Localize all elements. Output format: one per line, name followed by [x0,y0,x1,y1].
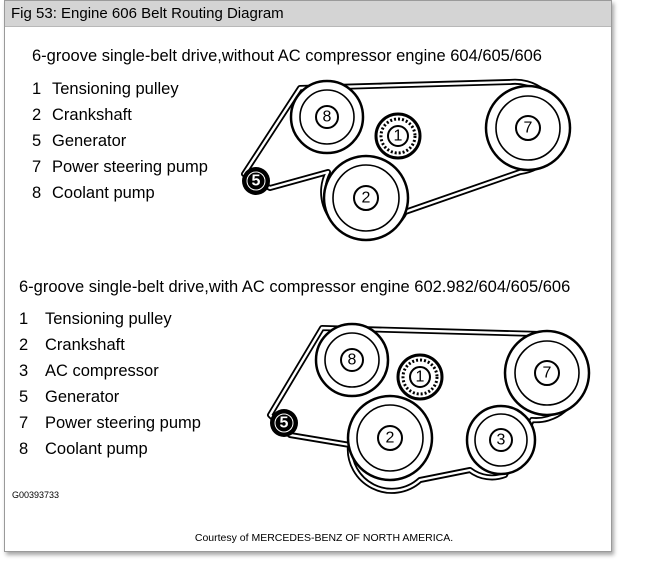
legend-item: 5 Generator [32,128,208,154]
pulley-label: 2 [386,430,395,447]
legend-label: Power steering pump [52,158,208,176]
legend-item: 3 AC compressor [19,358,201,384]
coolant-pump-pulley: 8 [289,79,365,155]
legend-label: Tensioning pulley [45,310,172,328]
legend-item: 8 Coolant pump [19,436,201,462]
legend-number: 8 [32,184,42,202]
crankshaft-pulley: 2 [346,394,434,482]
legend-label: Tensioning pulley [52,80,179,98]
legend-label: Crankshaft [52,106,132,124]
legend-item: 2 Crankshaft [32,102,208,128]
pulley-label: 1 [394,128,403,145]
legend-number: 2 [19,336,29,354]
generator-pulley: 5 [270,409,298,437]
pulley-label: 8 [323,109,332,126]
legend-label: Crankshaft [45,336,125,354]
legend-item: 2 Crankshaft [19,332,201,358]
legend-number: 7 [19,414,29,432]
tensioning-pulley: 1 [374,112,422,160]
legend-item: 8 Coolant pump [32,180,208,206]
crankshaft-pulley: 2 [322,154,410,242]
courtesy-note: Courtesy of MERCEDES-BENZ OF NORTH AMERI… [194,532,454,544]
legend-number: 1 [19,310,29,328]
section2-legend: 1 Tensioning pulley 2 Crankshaft 3 AC compr… [19,306,201,462]
pulley-label: 3 [497,432,506,449]
figure-code: G00393733 [12,490,60,500]
legend-label: Generator [52,132,127,150]
pulley-label: 8 [348,352,357,369]
legend-label: AC compressor [45,362,159,380]
legend-label: Generator [45,388,120,406]
belt-diagram-2: 8 1 7 5 2 3 [267,322,591,494]
pulley-label: 5 [280,415,289,432]
belt-diagram-1: 8 1 7 5 2 [241,78,572,242]
coolant-pump-pulley: 8 [314,322,390,398]
section1-heading: 6-groove single-belt drive,without AC co… [32,47,542,65]
legend-item: 1 Tensioning pulley [32,76,208,102]
section1-legend: 1 Tensioning pulley 2 Crankshaft 5 Generato… [32,76,208,206]
pulley-label: 2 [362,190,371,207]
legend-number: 5 [32,132,42,150]
legend-number: 7 [32,158,42,176]
legend-number: 2 [32,106,42,124]
legend-number: 8 [19,440,29,458]
legend-item: 1 Tensioning pulley [19,306,201,332]
power-steering-pulley: 7 [503,329,591,417]
generator-pulley: 5 [242,167,270,195]
legend-item: 7 Power steering pump [32,154,208,180]
pulley-label: 7 [543,365,552,382]
legend-label: Coolant pump [45,440,148,458]
ac-compressor-pulley: 3 [465,404,537,476]
figure-title: Fig 53: Engine 606 Belt Routing Diagram [5,1,611,27]
legend-number: 1 [32,80,42,98]
legend-label: Coolant pump [52,184,155,202]
pulley-label: 5 [252,173,261,190]
power-steering-pulley: 7 [484,84,572,172]
legend-number: 3 [19,362,29,380]
section2-heading: 6-groove single-belt drive,with AC compr… [19,278,571,296]
legend-item: 7 Power steering pump [19,410,201,436]
legend-item: 5 Generator [19,384,201,410]
legend-label: Power steering pump [45,414,201,432]
pulley-label: 1 [416,369,425,386]
legend-number: 5 [19,388,29,406]
pulley-label: 7 [524,120,533,137]
tensioning-pulley: 1 [396,353,444,401]
